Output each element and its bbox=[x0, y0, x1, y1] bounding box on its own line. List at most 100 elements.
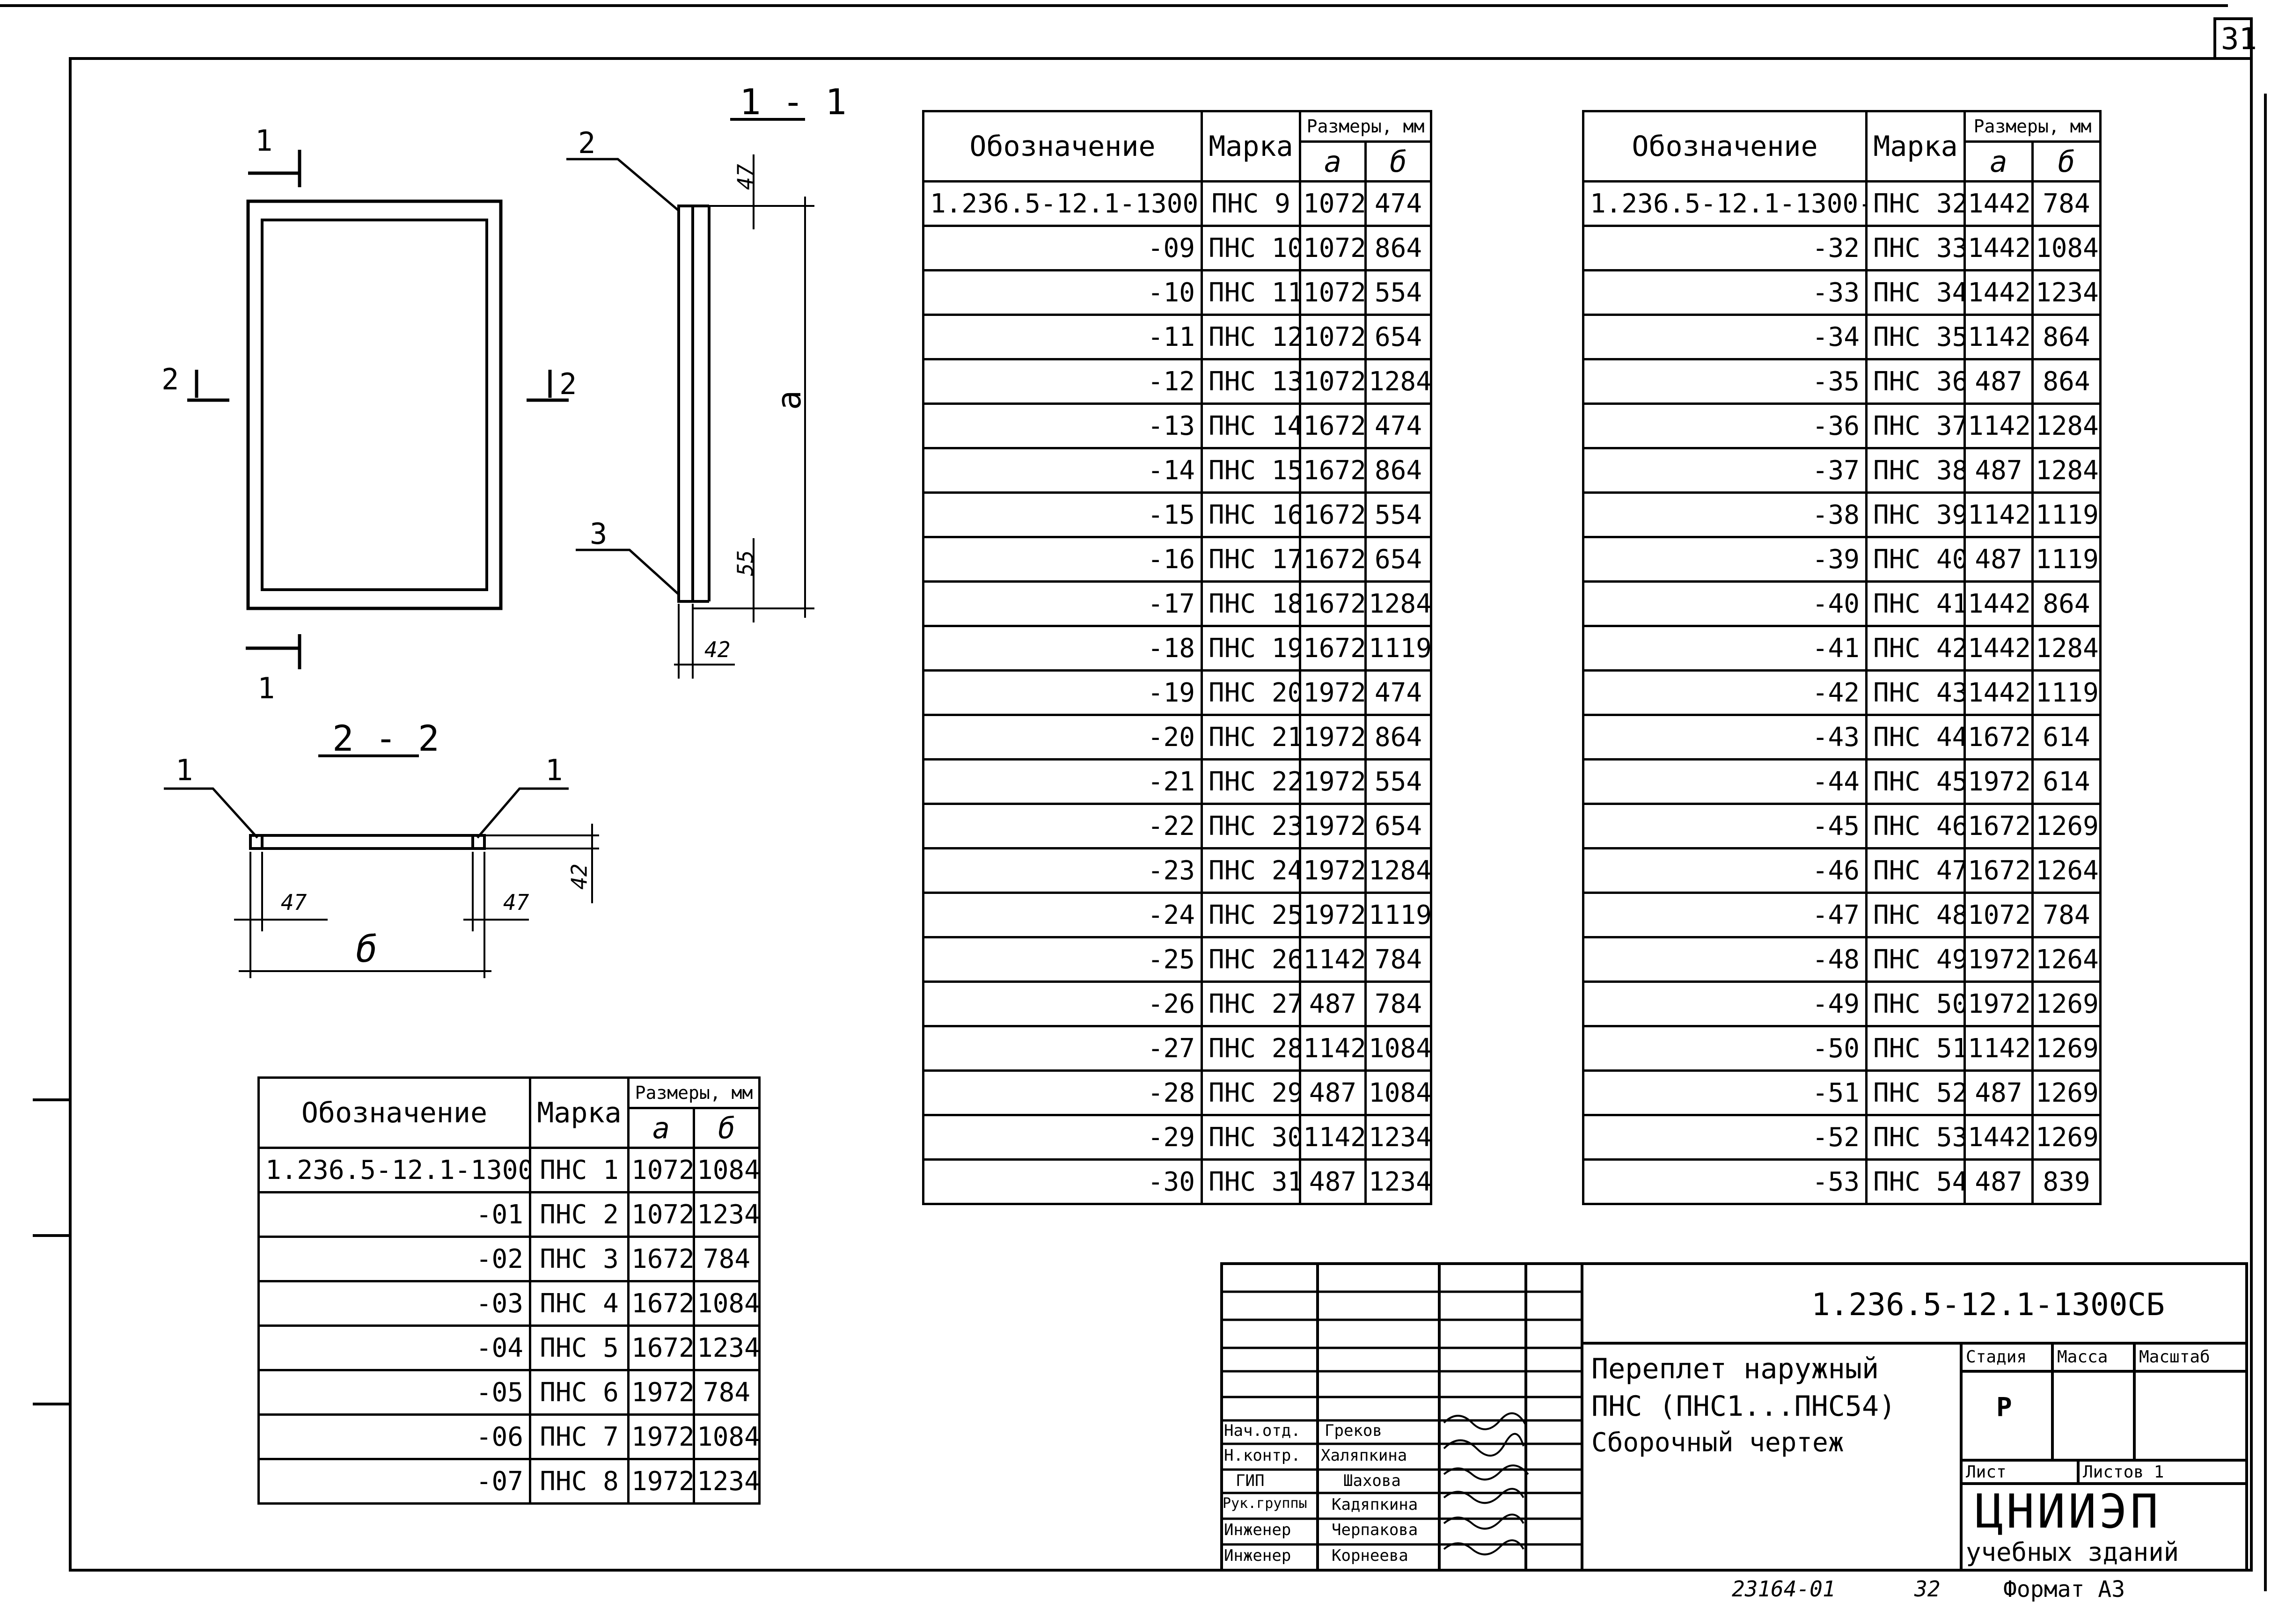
dim-a-cell: 1672 bbox=[1963, 803, 2034, 849]
dim-a-cell: 1972 bbox=[627, 1458, 695, 1505]
sign-name-5: Корнеева bbox=[1332, 1546, 1408, 1565]
designation-cell: -42 bbox=[1582, 669, 1868, 716]
designation-cell: -34 bbox=[1582, 314, 1868, 360]
mark-cell: ПНС 49 bbox=[1865, 936, 1966, 983]
dim-a-cell: 1972 bbox=[1963, 980, 2034, 1027]
sheet-border bbox=[69, 57, 2253, 1572]
dim-b-cell: 614 bbox=[2031, 714, 2102, 761]
dim-47-top: 47 bbox=[733, 164, 758, 190]
designation-cell: 1.236.5-12.1-1300 bbox=[257, 1147, 531, 1193]
mark-cell: ПНС 29 bbox=[1201, 1069, 1301, 1116]
sheet-label: Лист bbox=[1966, 1463, 2007, 1482]
dimensions-header: Размеры, мм bbox=[627, 1076, 761, 1109]
designation-cell: -51 bbox=[1582, 1069, 1868, 1116]
front-view bbox=[187, 150, 569, 669]
mark-cell: ПНС 44 bbox=[1865, 714, 1966, 761]
mark-cell: ПНС 51 bbox=[1865, 1025, 1966, 1072]
designation-cell: -50 bbox=[1582, 1025, 1868, 1072]
org-name: ЦНИИЭП bbox=[1975, 1484, 2161, 1539]
title-line-2: ПНС (ПНС1...ПНС54) bbox=[1591, 1390, 1896, 1423]
designation-header: Обозначение bbox=[922, 110, 1203, 183]
mark-cell: ПНС 35 bbox=[1865, 314, 1966, 360]
mark-cell: ПНС 9 bbox=[1201, 180, 1301, 227]
dim-a-cell: 1672 bbox=[1299, 580, 1367, 627]
dim-b-cell: 1264 bbox=[2031, 847, 2102, 894]
mark-cell: ПНС 24 bbox=[1201, 847, 1301, 894]
sheet-number: 31 bbox=[2221, 22, 2257, 57]
designation-cell: 1.236.5-12.1-1300-08 bbox=[922, 180, 1203, 227]
mark-cell: ПНС 30 bbox=[1201, 1114, 1301, 1161]
dim-b-label: б bbox=[356, 929, 378, 971]
title-line-3: Сборочный чертеж bbox=[1591, 1427, 1844, 1458]
designation-cell: -16 bbox=[922, 536, 1203, 583]
designation-cell: -48 bbox=[1582, 936, 1868, 983]
designation-cell: -35 bbox=[1582, 358, 1868, 405]
designation-cell: -12 bbox=[922, 358, 1203, 405]
dim-a-cell: 487 bbox=[1299, 1158, 1367, 1205]
dim-b-cell: 864 bbox=[2031, 580, 2102, 627]
mark-cell: ПНС 22 bbox=[1201, 758, 1301, 805]
mark-cell: ПНС 5 bbox=[529, 1324, 630, 1371]
designation-cell: -39 bbox=[1582, 536, 1868, 583]
cut-1-top-label: 1 bbox=[255, 124, 273, 158]
dim-a-cell: 1672 bbox=[627, 1236, 695, 1282]
dim-b-cell: 614 bbox=[2031, 758, 2102, 805]
dim-a-cell: 1672 bbox=[1299, 447, 1367, 494]
dim-b-cell: 1284 bbox=[2031, 402, 2102, 449]
mark-cell: ПНС 32 bbox=[1865, 180, 1966, 227]
sign-name-3: Кадяпкина bbox=[1332, 1495, 1418, 1514]
dim-b-cell: 1084 bbox=[692, 1413, 761, 1460]
dim-a-cell: 1442 bbox=[1963, 580, 2034, 627]
dim-b-cell: 1284 bbox=[2031, 625, 2102, 672]
dim-b-header: б bbox=[692, 1107, 761, 1149]
mark-cell: ПНС 54 bbox=[1865, 1158, 1966, 1205]
callout-2: 2 bbox=[578, 126, 596, 160]
designation-cell: 1.236.5-12.1-1300-31 bbox=[1582, 180, 1868, 227]
dim-b-cell: 1269 bbox=[2031, 1069, 2102, 1116]
dim-b-cell: 1119 bbox=[1364, 892, 1433, 938]
mark-cell: ПНС 48 bbox=[1865, 892, 1966, 938]
dim-a-header: а bbox=[1963, 140, 2034, 183]
mark-cell: ПНС 28 bbox=[1201, 1025, 1301, 1072]
dim-b-cell: 1269 bbox=[2031, 1025, 2102, 1072]
mark-cell: ПНС 45 bbox=[1865, 758, 1966, 805]
dimensions-header: Размеры, мм bbox=[1963, 110, 2102, 143]
mark-cell: ПНС 31 bbox=[1201, 1158, 1301, 1205]
mark-cell: ПНС 41 bbox=[1865, 580, 1966, 627]
designation-cell: -14 bbox=[922, 447, 1203, 494]
dim-b-cell: 1119 bbox=[1364, 625, 1433, 672]
dim-b-cell: 1284 bbox=[2031, 447, 2102, 494]
dim-b-cell: 1234 bbox=[692, 1191, 761, 1238]
mark-cell: ПНС 50 bbox=[1865, 980, 1966, 1027]
dim-a-cell: 1972 bbox=[1299, 803, 1367, 849]
mark-cell: ПНС 21 bbox=[1201, 714, 1301, 761]
designation-cell: -46 bbox=[1582, 847, 1868, 894]
mark-cell: ПНС 2 bbox=[529, 1191, 630, 1238]
dim-b-cell: 654 bbox=[1364, 314, 1433, 360]
dim-b-cell: 864 bbox=[2031, 314, 2102, 360]
dim-b-cell: 839 bbox=[2031, 1158, 2102, 1205]
dim-a-cell: 1142 bbox=[1299, 936, 1367, 983]
dim-47-right: 47 bbox=[503, 890, 529, 915]
dim-a-cell: 1672 bbox=[1299, 625, 1367, 672]
